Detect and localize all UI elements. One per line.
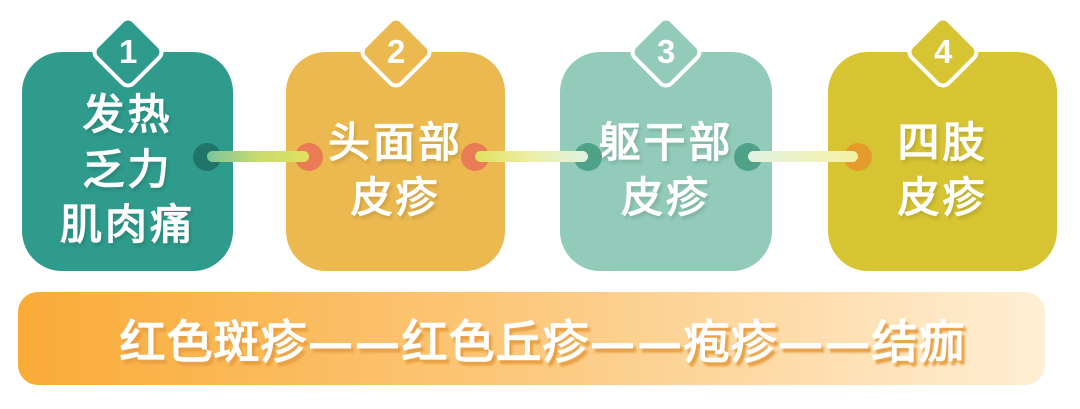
step-1-label: 发热 乏力 肌肉痛 [22, 52, 233, 271]
connector-line-1-2 [207, 151, 309, 162]
step-3-line-1: 躯干部 [598, 117, 734, 167]
step-4-line-2: 皮疹 [897, 172, 988, 222]
step-1-line-2: 乏力 [82, 145, 173, 194]
step-1-line-1: 发热 [82, 90, 173, 139]
step-1-line-3: 肌肉痛 [59, 200, 195, 249]
step-2-number: 2 [386, 32, 405, 70]
step-2-line-1: 头面部 [327, 117, 463, 167]
step-4-label: 四肢 皮疹 [828, 52, 1057, 271]
connector-line-3-4 [748, 151, 858, 162]
step-2-line-2: 皮疹 [350, 172, 441, 222]
rash-stages-bar: 红色斑疹——红色丘疹——疱疹——结痂 [18, 292, 1045, 385]
step-4-line-1: 四肢 [897, 117, 988, 167]
step-4-number: 4 [933, 32, 952, 70]
step-3-label: 躯干部 皮疹 [560, 52, 772, 271]
step-3-line-2: 皮疹 [620, 172, 711, 222]
rash-stages-text: 红色斑疹——红色丘疹——疱疹——结痂 [119, 314, 966, 369]
step-3-number: 3 [656, 32, 676, 70]
connector-line-2-3 [475, 151, 588, 162]
step-1-number: 1 [118, 32, 137, 70]
step-2-label: 头面部 皮疹 [286, 52, 505, 271]
